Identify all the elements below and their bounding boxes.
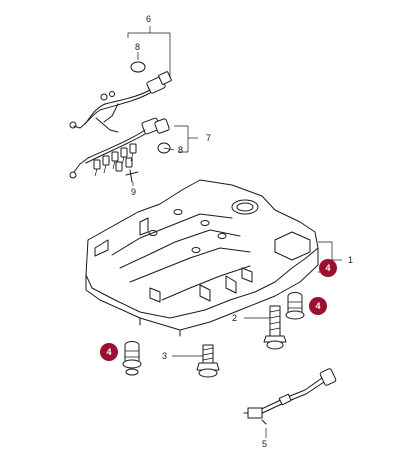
callout-3: 3 — [162, 351, 167, 361]
bolt-item-3 — [196, 344, 220, 378]
callout-8-upper: 8 — [135, 42, 140, 52]
badge-circle — [319, 259, 337, 277]
bolt-item-2 — [263, 305, 287, 350]
badge-circle — [309, 297, 327, 315]
fitting-left — [122, 341, 142, 376]
plug-connectors — [93, 143, 137, 177]
callout-1: 1 — [348, 255, 353, 265]
callout-2: 2 — [232, 313, 237, 323]
badge-label: 4 — [315, 301, 320, 311]
wiring-harness — [69, 61, 172, 183]
badge-item-4-right-fitting: 4 — [309, 297, 327, 315]
callout-8-lower: 8 — [178, 145, 183, 155]
callout-6: 6 — [146, 14, 151, 24]
callout-9: 9 — [131, 187, 136, 197]
sensor-item-5 — [243, 368, 337, 425]
badge-label: 4 — [325, 263, 330, 273]
callout-5: 5 — [262, 439, 267, 449]
badge-circle — [100, 343, 118, 361]
valve-body-housing — [85, 179, 319, 337]
callout-7: 7 — [206, 133, 211, 143]
badge-item-4-left-fitting: 4 — [100, 343, 118, 361]
fitting-right — [285, 292, 305, 320]
badge-label: 4 — [106, 347, 111, 357]
badge-item-4-right-housing: 4 — [319, 259, 337, 277]
